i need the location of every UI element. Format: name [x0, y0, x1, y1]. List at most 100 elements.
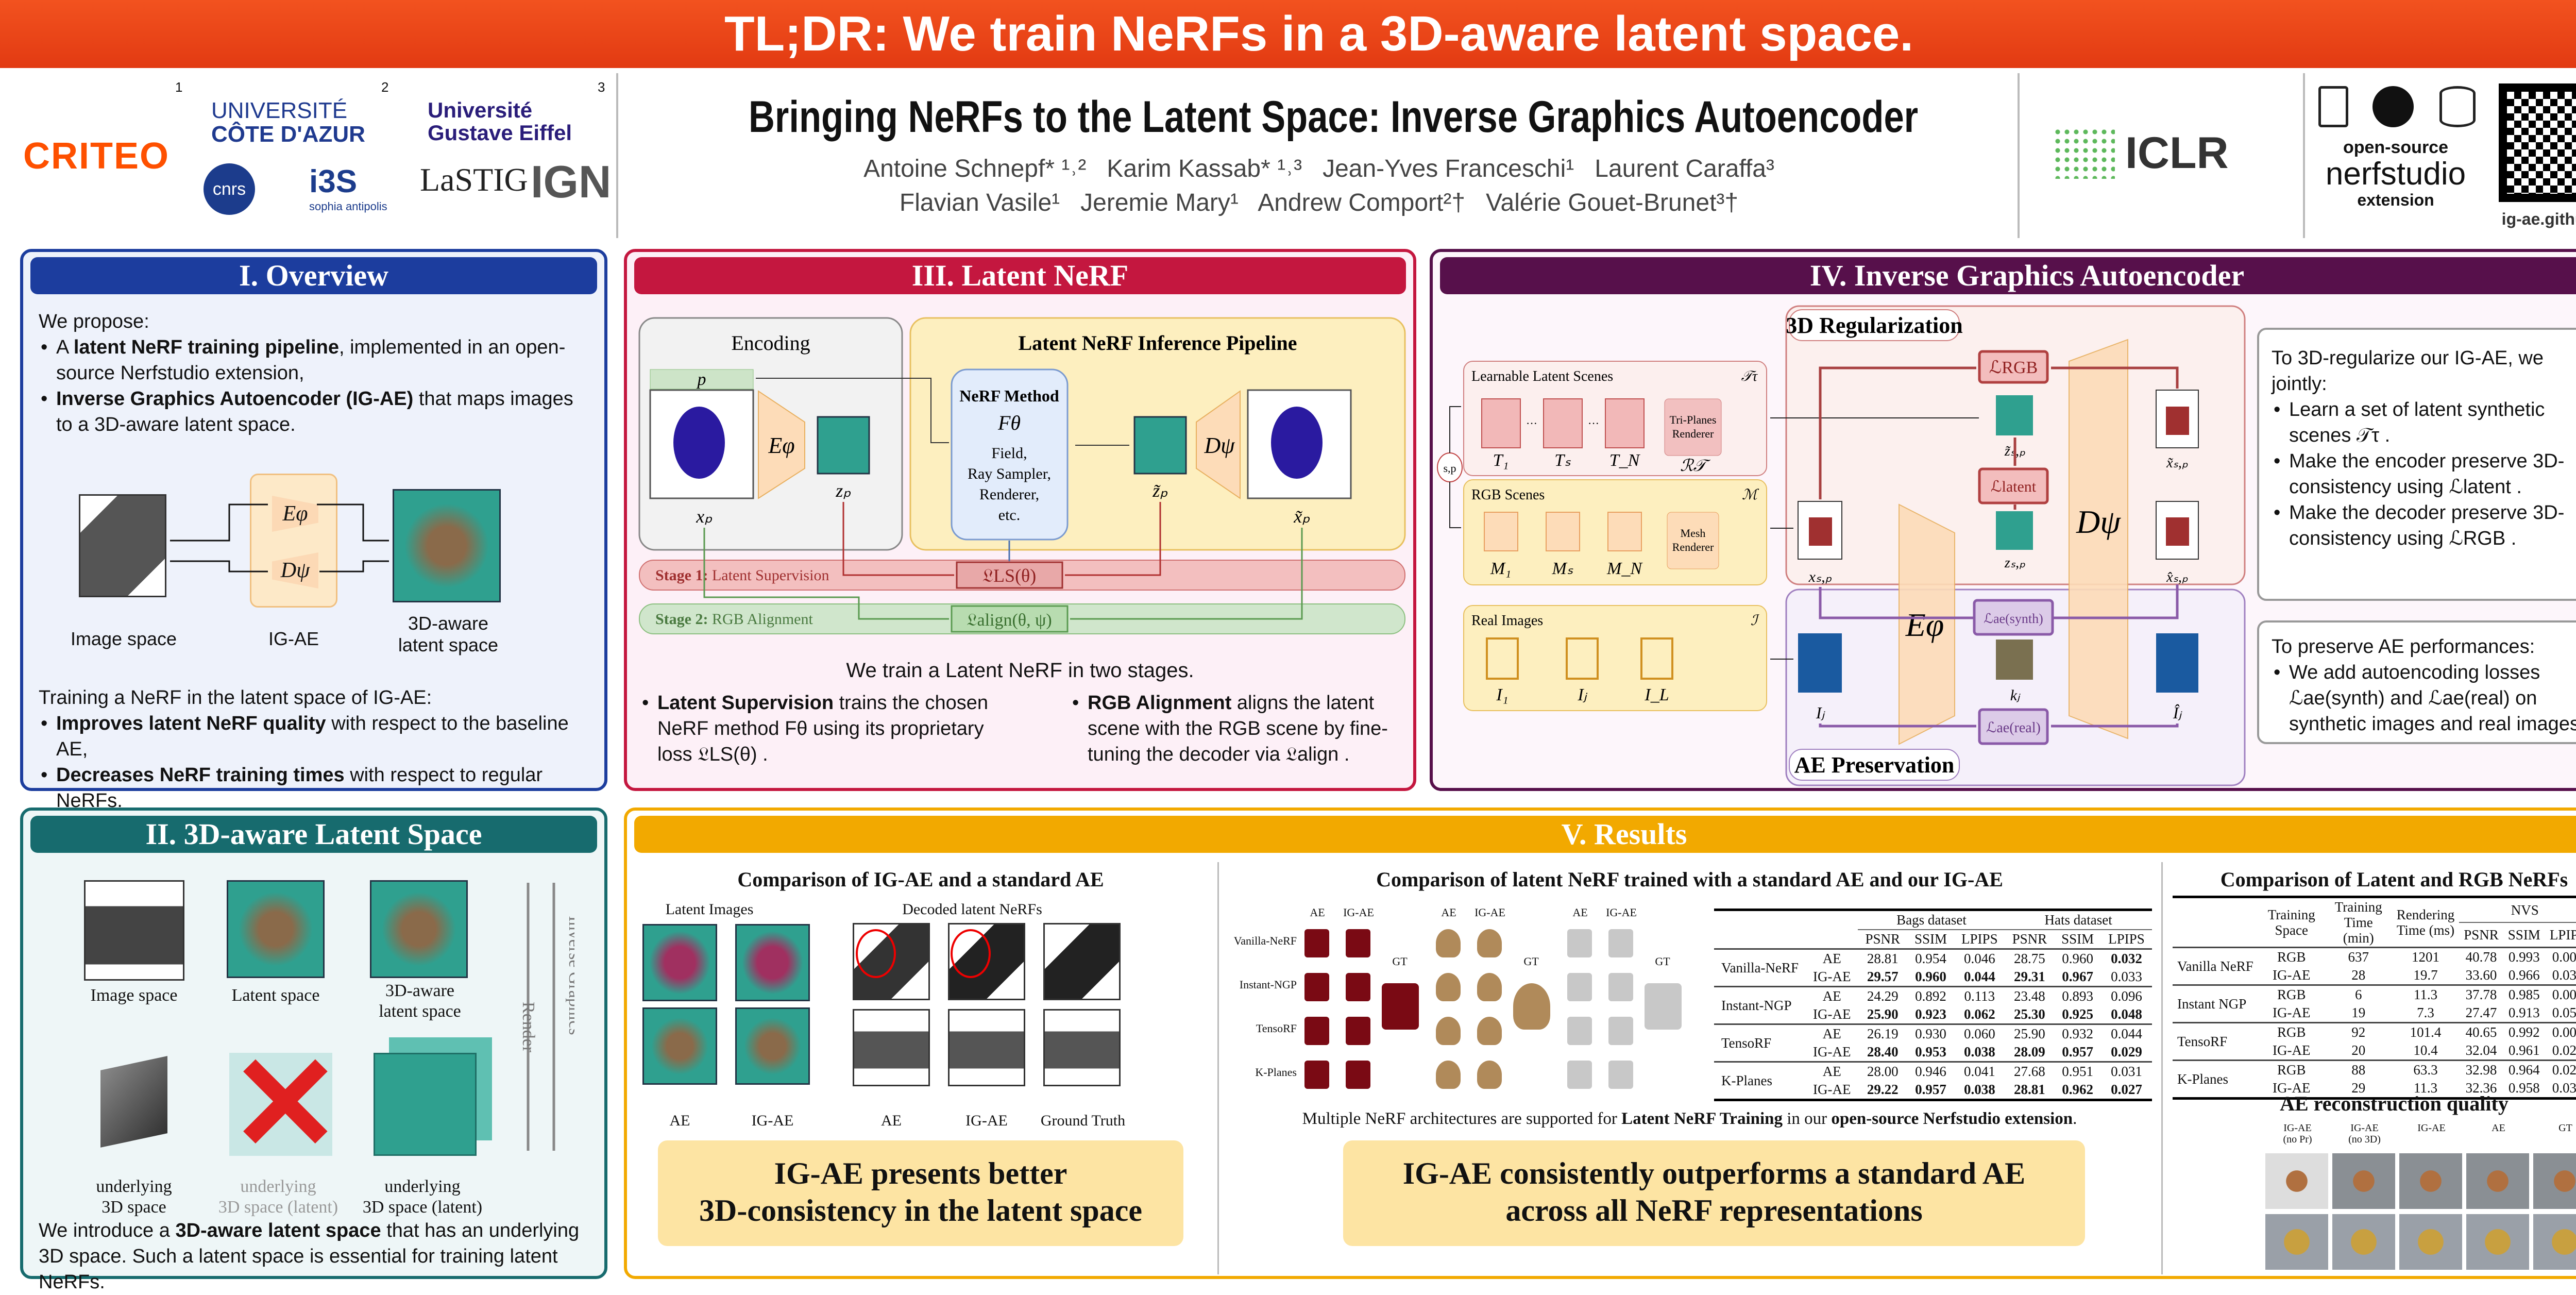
section-title: V. Results — [634, 816, 2576, 853]
qr-code[interactable] — [2499, 83, 2576, 202]
intro-text: We propose: — [39, 311, 149, 332]
section-latent-nerf: III. Latent NeRF Encoding Latent NeRF In… — [624, 249, 1416, 791]
t-label: T_N — [1609, 451, 1641, 470]
scene-pose-label: s,p — [1443, 462, 1456, 475]
metric-cell: 27.68 — [2005, 1061, 2055, 1081]
iclr-logo: ICLR — [2053, 127, 2229, 179]
latent-space-label: Latent space — [231, 986, 320, 1005]
hdr — [1714, 930, 1806, 949]
database-icon[interactable] — [2439, 86, 2476, 127]
triplane-icon — [1543, 398, 1583, 448]
mesh-icons — [1484, 512, 1642, 551]
row-label: Instant-NGP — [1239, 978, 1297, 991]
bullet-bold: Improves latent NeRF quality — [56, 713, 326, 734]
component: etc. — [998, 507, 1020, 524]
value-cell: 0.027 — [2545, 1059, 2576, 1079]
method-cell: K-Planes — [2173, 1059, 2258, 1100]
house-object — [1809, 517, 1832, 546]
bag-render — [1346, 929, 1370, 957]
col-label: IG-AE — [1475, 906, 1505, 919]
bullet-text: trains the chosen NeRF method Fθ using i… — [657, 692, 989, 765]
hat-render — [1436, 1017, 1461, 1045]
project-url[interactable]: ig-ae.github.io — [2501, 210, 2576, 228]
divider — [2018, 73, 2020, 238]
latent-nerf-diagram: Encoding Latent NeRF Inference Pipeline … — [638, 317, 1406, 634]
renderer-label: Renderer — [1672, 427, 1714, 440]
row-label: K-Planes — [1255, 1066, 1297, 1079]
latent-image-igae — [735, 924, 810, 1001]
image-space-label: Image space — [90, 986, 178, 1005]
bullet-text: aligns the latent scene with the RGB sce… — [1088, 692, 1388, 765]
value-cell: IG-AE — [2273, 1005, 2311, 1020]
igae-label: IG-AE — [1805, 1081, 1858, 1101]
col-label: Ground Truth — [1040, 1112, 1126, 1129]
cube-icon — [1484, 512, 1518, 551]
ellipsis: ··· — [1588, 417, 1599, 430]
xtsp-label: x̃ₛ,ₚ — [2166, 455, 2188, 471]
i3s-logo: i3S sophia antipolis — [263, 163, 387, 213]
latent-image — [393, 489, 501, 602]
ellipsis: ··· — [1526, 417, 1537, 430]
encoder-shape — [758, 390, 805, 499]
file-icon[interactable] — [2318, 86, 2348, 127]
pipeline-label: Latent NeRF Inference Pipeline — [1019, 331, 1297, 355]
label-line: underlying — [96, 1177, 172, 1196]
render-label: Render — [519, 1002, 538, 1053]
arrow — [1819, 366, 1976, 499]
column-divider — [2161, 862, 2163, 1274]
bird-reconstruction — [2399, 1153, 2462, 1209]
highlight-line: IG-AE presents better — [774, 1156, 1067, 1190]
latent-images-label: Latent Images — [665, 901, 754, 918]
value-cell: 0.033 — [2545, 1079, 2576, 1100]
ae-preservation-label: AE Preservation — [1794, 752, 1955, 778]
uca-logo-line2: CÔTE D'AZUR — [211, 122, 365, 147]
bullet-bold: Decreases NeRF training times — [56, 764, 345, 786]
metric-cell: 0.960 — [1915, 969, 1946, 984]
metric-cell: 0.031 — [2101, 1061, 2152, 1081]
metric-cell: 0.967 — [2062, 969, 2094, 984]
metric-cell: 0.038 — [1954, 1081, 2005, 1101]
decoded-gt — [1043, 1009, 1121, 1086]
igae-label: IG-AE — [1812, 1044, 1851, 1059]
metric-cell: 0.960 — [2054, 948, 2102, 968]
robot-object — [1271, 407, 1323, 479]
ihj-image — [2156, 633, 2198, 693]
stage2-arrow — [1070, 528, 1303, 620]
kj-image — [1996, 640, 2033, 680]
hat-render — [1477, 1061, 1502, 1089]
metric-header: SSIM — [2507, 927, 2540, 943]
latent-image-ae — [642, 1007, 717, 1085]
metric-cell: 25.90 — [2005, 1023, 2055, 1043]
row-label: TensoRF — [1256, 1022, 1297, 1035]
metric-cell: 0.033 — [2111, 969, 2142, 984]
recon-label: IG-AE(no Pr) — [2265, 1122, 2330, 1145]
vase-render — [1608, 973, 1633, 1001]
bullet-bold: Latent Supervision — [657, 692, 834, 714]
image-space-building — [79, 494, 166, 597]
preservation-summary: To preserve AE performances: We add auto… — [2257, 620, 2576, 744]
metric-cell: 0.096 — [2101, 986, 2152, 1005]
value-cell: 0.993 — [2503, 947, 2545, 966]
stage2-bold: Stage 2: — [655, 611, 708, 628]
ae-label: AE — [1805, 1061, 1858, 1081]
method-cell: Instant-NGP — [1714, 986, 1806, 1024]
loss-rgb-label: ℒRGB — [1989, 358, 2038, 377]
metric-cell: 0.048 — [2111, 1006, 2142, 1022]
house-object — [2166, 517, 2189, 546]
open-source-link[interactable]: open-source nerfstudio extension — [2308, 138, 2483, 210]
encoder-label: Eφ — [768, 433, 794, 458]
bullet-text: that maps images to a 3D-aware latent sp… — [56, 388, 573, 435]
value-cell: 0.003 — [2545, 947, 2576, 966]
stage-bullets-left: Latent Supervision trains the chosen NeR… — [640, 690, 1001, 767]
hat-gt — [1513, 983, 1550, 1030]
zt-label: z̃ₚ — [1152, 480, 1168, 501]
github-icon[interactable] — [2372, 86, 2414, 127]
label-line: latent space — [379, 1002, 461, 1021]
arrow — [2051, 584, 2179, 619]
col-label: IG-AE — [751, 1112, 794, 1129]
col-label: IG-AE — [1606, 906, 1637, 919]
bullet: Decreases NeRF training times with respe… — [39, 762, 595, 814]
